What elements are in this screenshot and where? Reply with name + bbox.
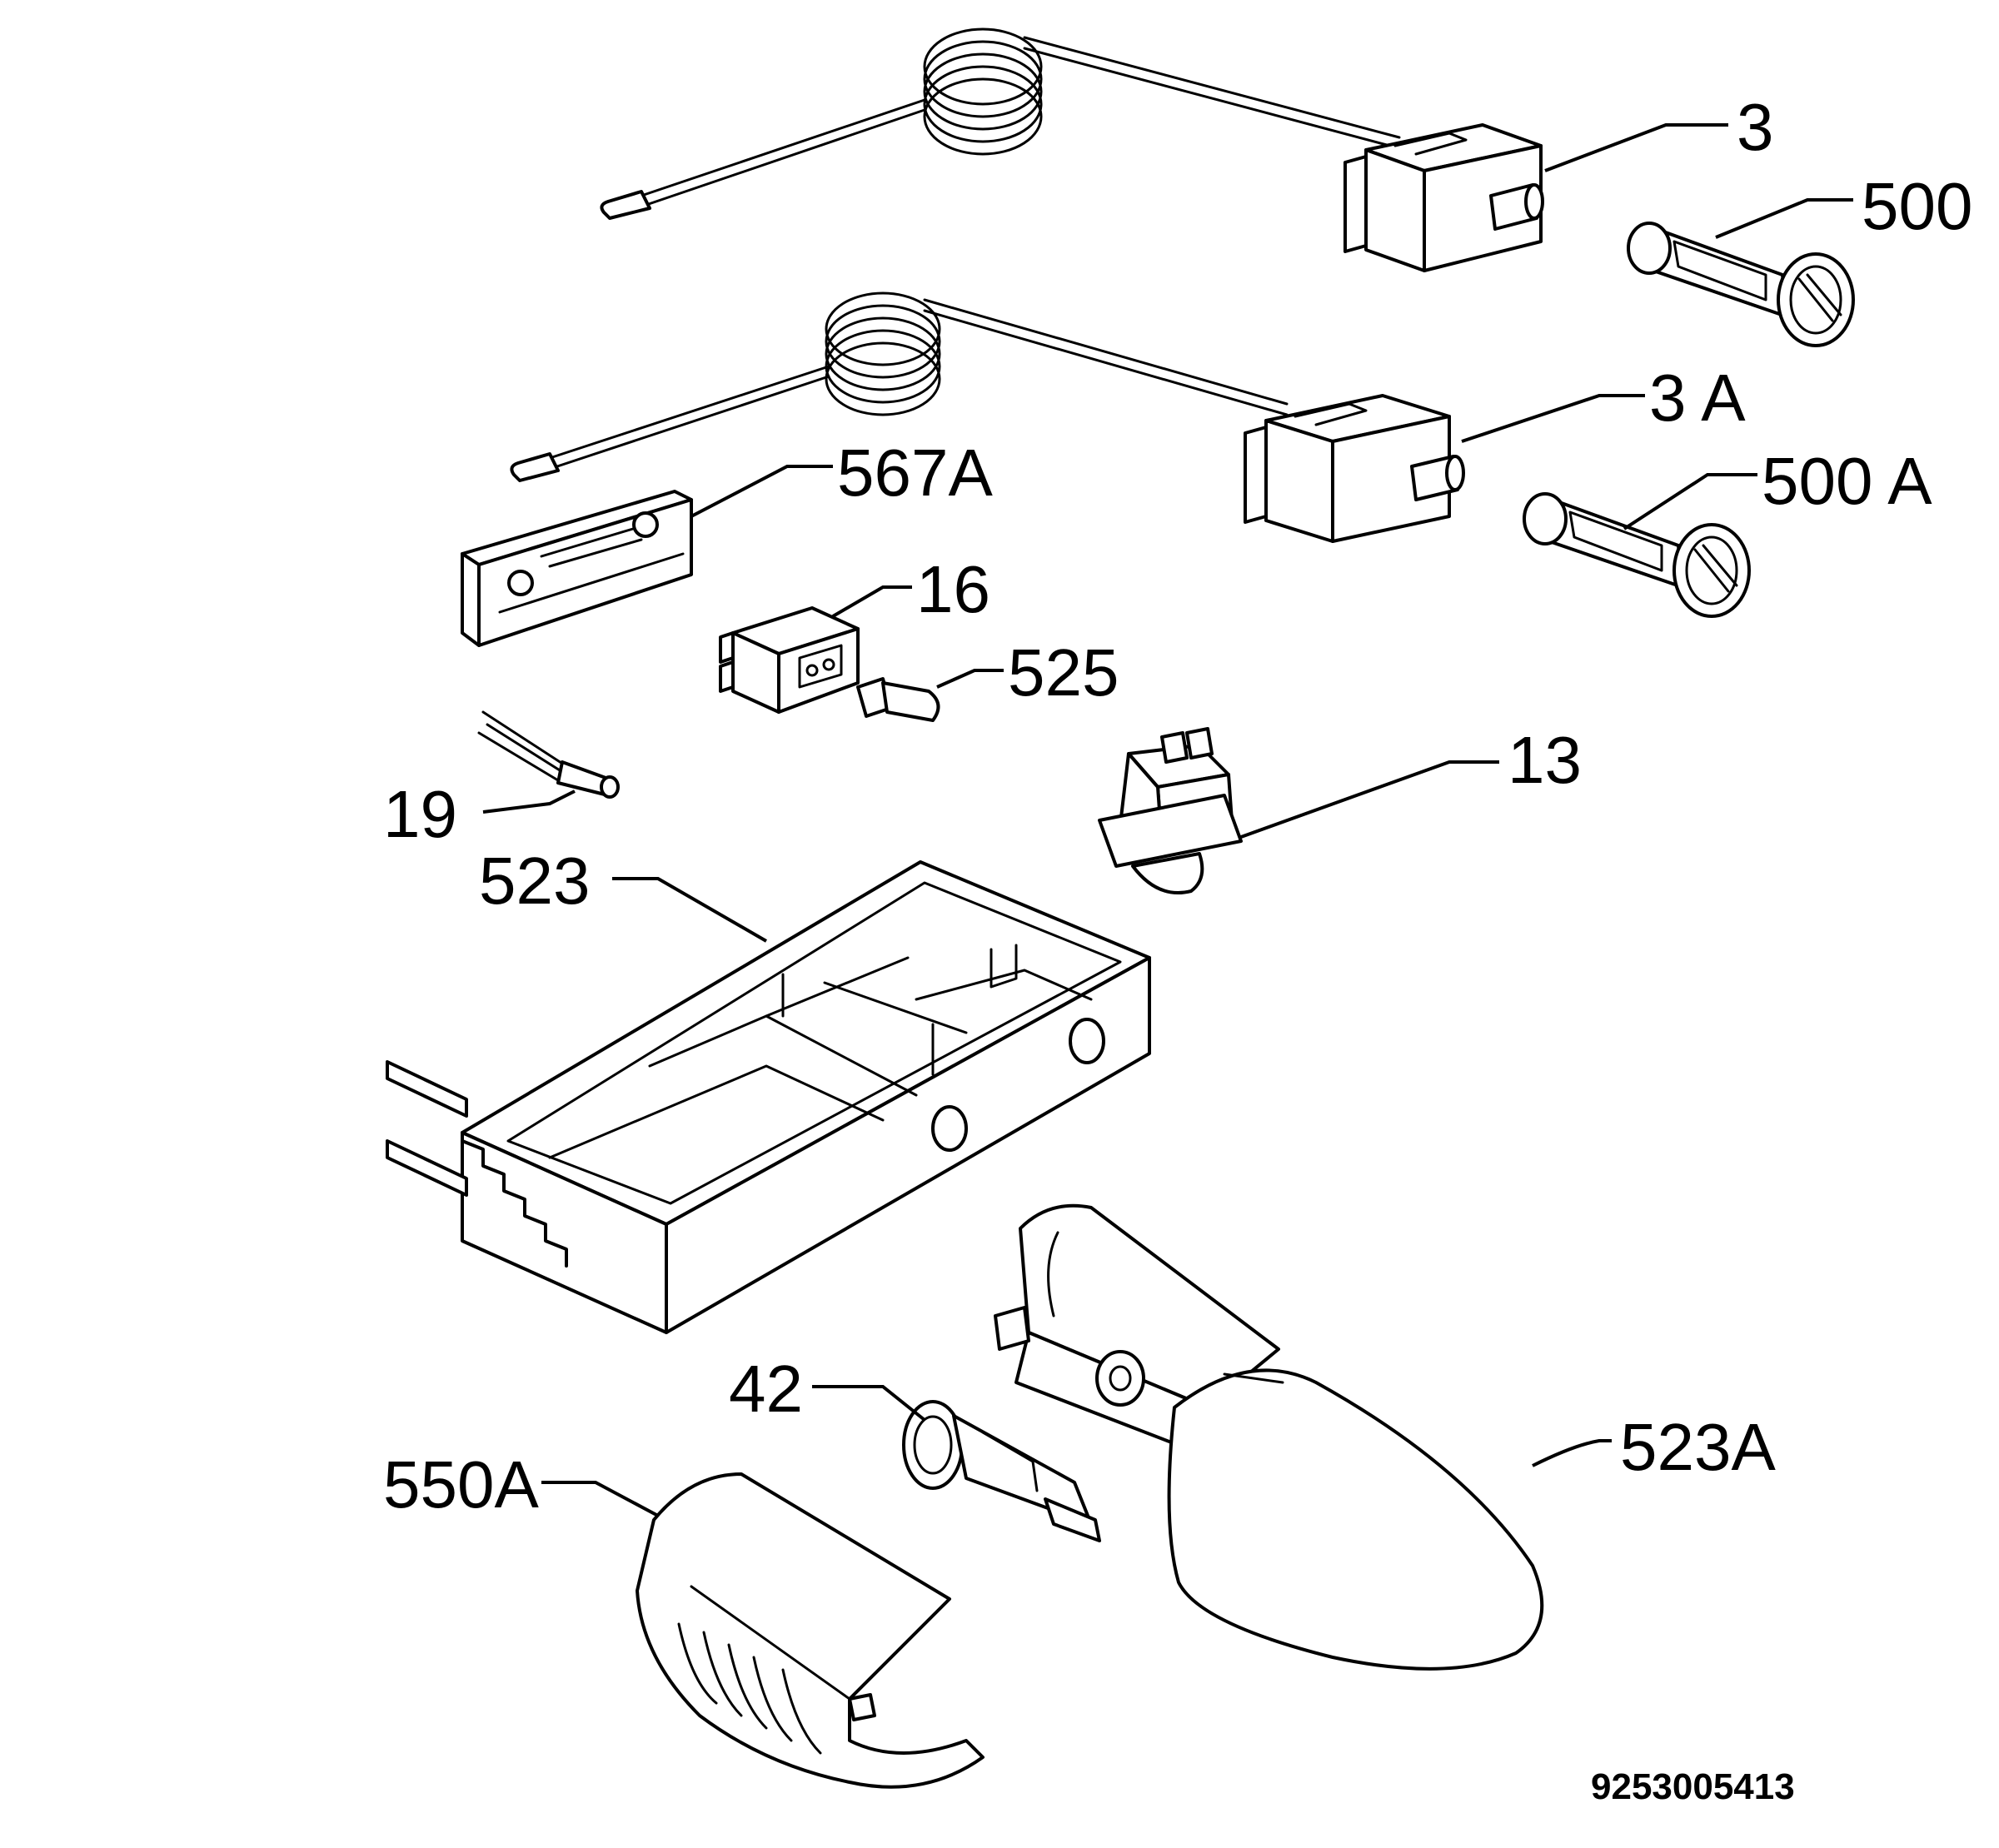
callout-500: 500 [1862, 169, 1972, 243]
callout-13: 13 [1508, 723, 1582, 797]
callout-labels: 3 500 3 A 567A 500 A 16 525 13 19 523 42… [383, 90, 1972, 1807]
switch-16 [719, 606, 860, 714]
lampcover-550A [636, 1472, 985, 1789]
leader-lines [482, 123, 1853, 1517]
capillary-coil-3 [923, 27, 1043, 156]
callout-500A: 500 A [1762, 444, 1932, 518]
callout-523: 523 [479, 844, 590, 918]
callout-3A: 3 A [1649, 361, 1746, 435]
knob-500A [1523, 492, 1751, 618]
callout-3: 3 [1737, 90, 1774, 164]
bracket-567A [461, 490, 693, 647]
callout-567A: 567A [837, 436, 993, 510]
door-switch-13 [1098, 727, 1243, 894]
callout-42: 42 [729, 1352, 803, 1426]
thermostat-3 [600, 27, 1544, 272]
callout-523A: 523A [1620, 1410, 1776, 1484]
bulb-525 [856, 677, 940, 722]
lampholder-42 [902, 1400, 1101, 1542]
callout-550A: 550A [383, 1447, 539, 1522]
callout-16: 16 [916, 552, 990, 626]
document-number: 9253005413 [1591, 1766, 1795, 1807]
capillary-coil-3A [825, 291, 941, 416]
lamp-19 [477, 710, 620, 799]
thermostat-3A [510, 291, 1465, 543]
callout-525: 525 [1008, 635, 1119, 710]
callout-19: 19 [383, 777, 457, 851]
cover-523A [994, 1203, 1544, 1671]
knob-500 [1627, 222, 1855, 347]
housing-523 [386, 860, 1151, 1334]
